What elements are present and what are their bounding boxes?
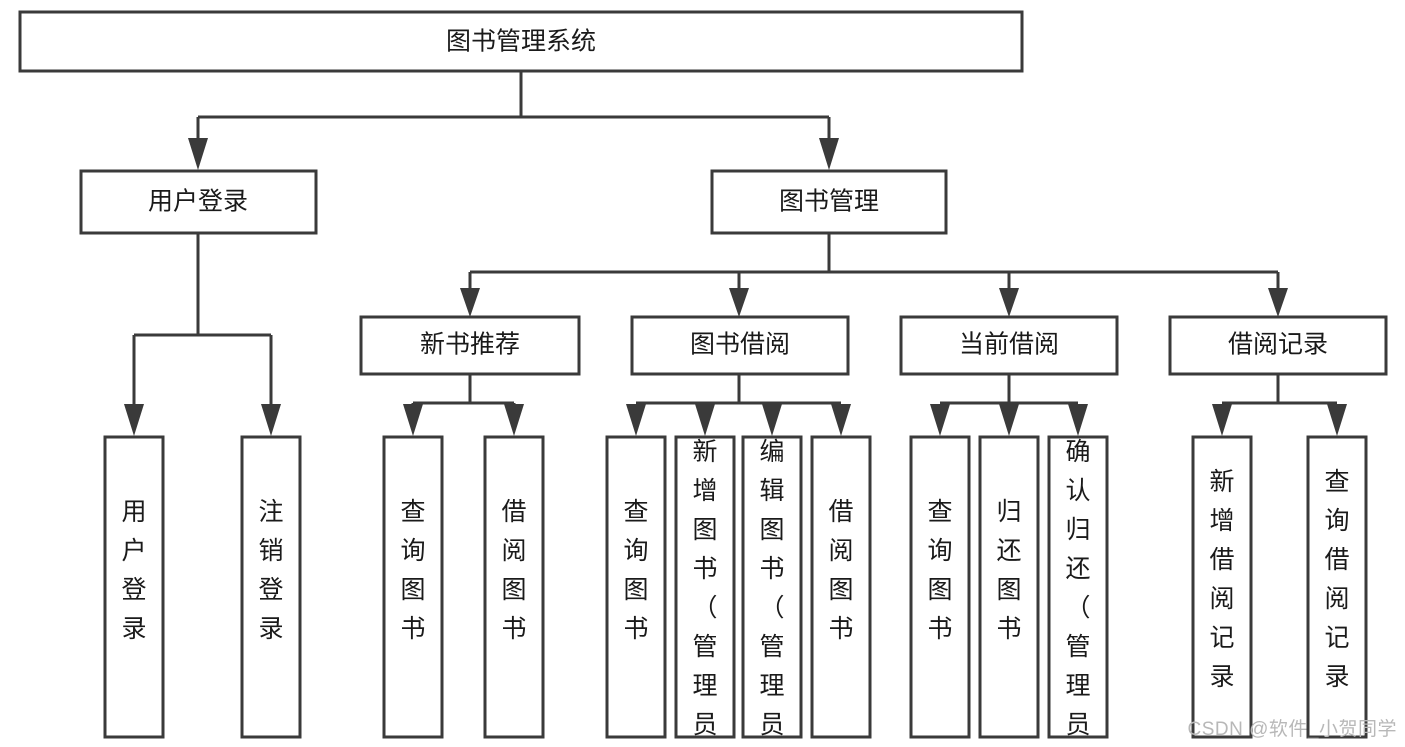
leaf-node-bb-borrow-book[interactable]: 借阅图书 (810, 435, 872, 739)
connector-layer (124, 71, 1347, 436)
leaf-node-br-query-record-label: 查询借阅记录 (1324, 468, 1349, 691)
node-book-manage[interactable]: 图书管理 (710, 169, 948, 235)
leaf-node-nb-borrow-book-label: 借阅图书 (501, 498, 526, 643)
leaf-node-br-add-record-label: 新增借阅记录 (1209, 468, 1234, 691)
node-borrow-record-box[interactable] (1168, 315, 1388, 376)
node-root-system[interactable]: 图书管理系统 (18, 10, 1024, 73)
node-new-book-recommend[interactable]: 新书推荐 (359, 315, 581, 376)
arrow-head-br-leaf-1 (1212, 404, 1232, 436)
arrow-head-current-borrow (999, 288, 1019, 317)
node-current-borrow-box[interactable] (899, 315, 1119, 376)
leaf-node-bb-add-book-box[interactable] (674, 435, 736, 739)
arrow-head-leaf-user-login (124, 404, 144, 436)
arrow-head-br-leaf-2 (1327, 404, 1347, 436)
node-book-borrow[interactable]: 图书借阅 (630, 315, 850, 376)
arrow-head-cb-leaf-2 (999, 404, 1019, 436)
leaf-node-bb-edit-book-box[interactable] (741, 435, 803, 739)
node-new-book-recommend-label: 新书推荐 (420, 331, 520, 359)
leaf-node-br-add-record[interactable]: 新增借阅记录 (1191, 435, 1253, 739)
leaf-node-logout-label: 注销登录 (258, 498, 283, 643)
arrow-head-leaf-logout (261, 404, 281, 436)
leaf-node-nb-query-book-label: 查询图书 (400, 498, 425, 643)
node-book-manage-box[interactable] (710, 169, 948, 235)
arrow-head-bb-leaf-3 (762, 404, 782, 436)
leaf-node-user-login[interactable]: 用户登录 (103, 435, 165, 739)
node-current-borrow-label: 当前借阅 (959, 331, 1059, 359)
node-user-login-box[interactable] (79, 169, 318, 235)
leaf-node-bb-borrow-book-box[interactable] (810, 435, 872, 739)
leaf-node-cb-return-book-label: 归还图书 (996, 498, 1021, 643)
node-current-borrow[interactable]: 当前借阅 (899, 315, 1119, 376)
node-book-manage-label: 图书管理 (779, 188, 879, 216)
leaf-node-cb-query-book-label: 查询图书 (927, 498, 952, 643)
leaf-node-bb-add-book[interactable]: 新增图书（管理员） (674, 435, 736, 747)
leaf-node-cb-return-book[interactable]: 归还图书 (978, 435, 1040, 739)
node-book-borrow-box[interactable] (630, 315, 850, 376)
leaf-node-nb-borrow-book[interactable]: 借阅图书 (483, 435, 545, 739)
leaf-node-user-login-box[interactable] (103, 435, 165, 739)
arrow-head-bb-leaf-1 (626, 404, 646, 436)
leaf-node-bb-query-book[interactable]: 查询图书 (605, 435, 667, 739)
arrow-head-bb-leaf-4 (831, 404, 851, 436)
arrow-head-book-borrow (729, 288, 749, 317)
leaf-node-nb-query-book[interactable]: 查询图书 (382, 435, 444, 739)
leaf-node-bb-add-book-label: 新增图书（管理员） (692, 438, 717, 747)
arrow-head-nb-leaf-1 (403, 404, 423, 436)
leaf-node-cb-query-book[interactable]: 查询图书 (909, 435, 971, 739)
leaf-node-cb-return-book-box[interactable] (978, 435, 1040, 739)
leaf-node-bb-edit-book-label: 编辑图书（管理员） (759, 438, 784, 747)
arrow-head-bb-leaf-2 (695, 404, 715, 436)
csdn-watermark: CSDN @软件_小贺同学 (1187, 719, 1397, 740)
leaf-node-br-add-record-box[interactable] (1191, 435, 1253, 739)
leaf-node-logout-box[interactable] (240, 435, 302, 739)
leaf-node-bb-query-book-box[interactable] (605, 435, 667, 739)
arrow-head-cb-leaf-3 (1068, 404, 1088, 436)
node-user-login-label: 用户登录 (148, 188, 248, 216)
leaf-node-cb-confirm-return-box[interactable] (1047, 435, 1109, 739)
node-root-system-label: 图书管理系统 (446, 28, 596, 56)
leaf-node-cb-query-book-box[interactable] (909, 435, 971, 739)
leaf-node-cb-confirm-return[interactable]: 确认归还（管理员） (1047, 435, 1109, 747)
leaf-node-user-login-label: 用户登录 (121, 498, 146, 643)
leaf-node-br-query-record[interactable]: 查询借阅记录 (1306, 435, 1368, 739)
node-borrow-record[interactable]: 借阅记录 (1168, 315, 1388, 376)
leaf-node-logout[interactable]: 注销登录 (240, 435, 302, 739)
leaf-node-bb-borrow-book-label: 借阅图书 (828, 498, 853, 643)
arrow-head-borrow-record (1268, 288, 1288, 317)
arrow-head-book-manage (819, 138, 839, 170)
node-new-book-recommend-box[interactable] (359, 315, 581, 376)
leaf-node-bb-query-book-label: 查询图书 (623, 498, 648, 643)
node-borrow-record-label: 借阅记录 (1228, 331, 1328, 359)
arrow-head-cb-leaf-1 (930, 404, 950, 436)
arrow-head-new-book (460, 288, 480, 317)
node-user-login[interactable]: 用户登录 (79, 169, 318, 235)
node-book-borrow-label: 图书借阅 (690, 331, 790, 359)
arrow-head-user-login (188, 138, 208, 170)
leaf-node-br-query-record-box[interactable] (1306, 435, 1368, 739)
leaf-node-bb-edit-book[interactable]: 编辑图书（管理员） (741, 435, 803, 747)
leaf-node-nb-borrow-book-box[interactable] (483, 435, 545, 739)
arrow-head-nb-leaf-2 (504, 404, 524, 436)
node-root-system-box[interactable] (18, 10, 1024, 73)
leaf-node-nb-query-book-box[interactable] (382, 435, 444, 739)
leaf-node-cb-confirm-return-label: 确认归还（管理员） (1065, 438, 1090, 747)
